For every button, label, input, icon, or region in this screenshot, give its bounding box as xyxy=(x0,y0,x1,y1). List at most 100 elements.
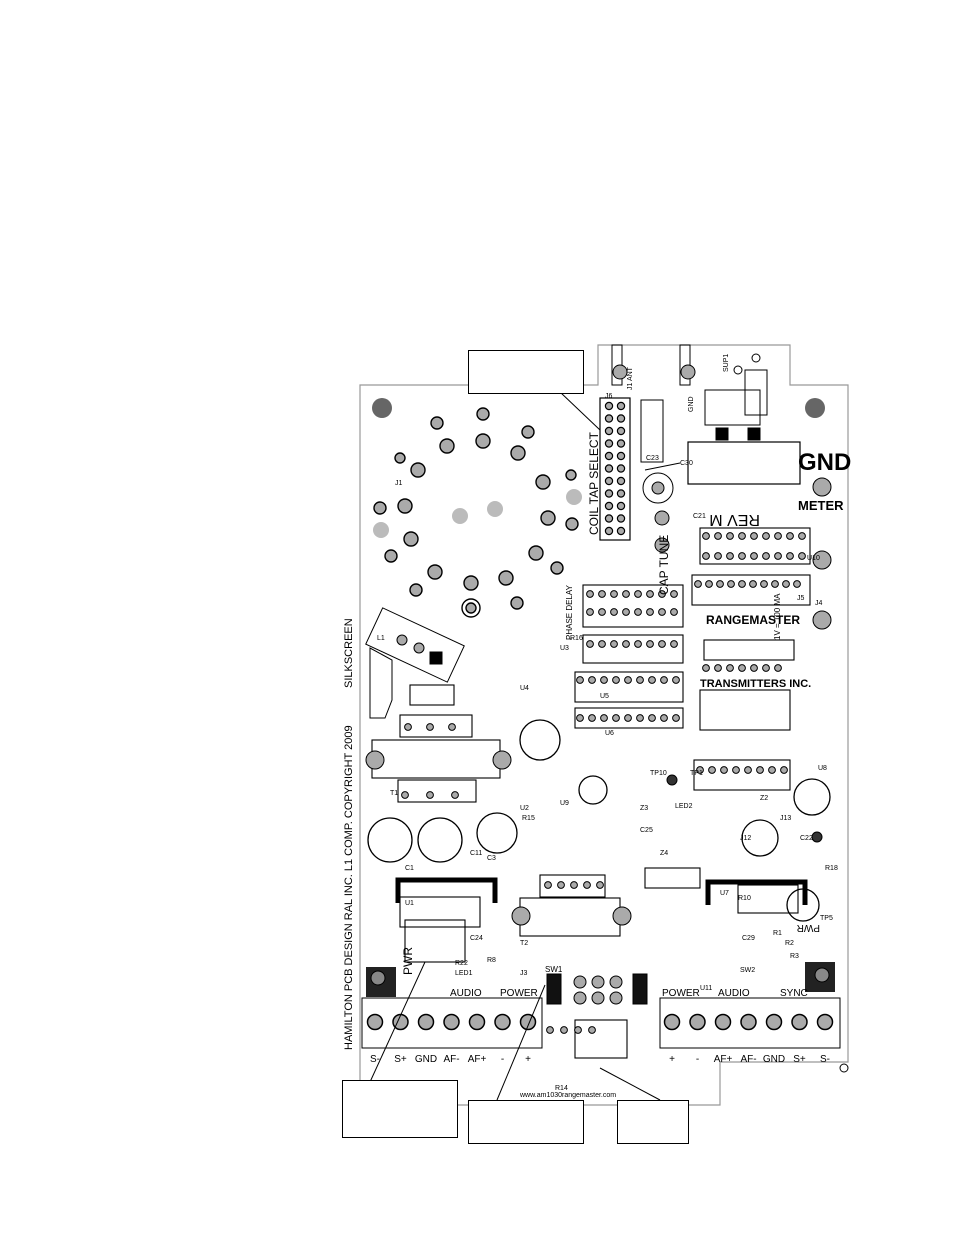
board-outline xyxy=(359,344,849,1106)
component-label: C11 xyxy=(470,850,482,857)
coil-tap-callout xyxy=(468,350,584,394)
component-label: J1 xyxy=(395,480,403,487)
component-label: J6 xyxy=(605,393,613,400)
component-label: U10 xyxy=(807,555,820,562)
component-label: C29 xyxy=(742,935,755,942)
component-label: TP10 xyxy=(650,770,667,777)
component-label: C30 xyxy=(680,460,693,467)
url-label: www.am1030rangemaster.com xyxy=(519,1092,616,1099)
component-label: J5 xyxy=(797,595,805,602)
terminal-label: + xyxy=(669,1054,675,1065)
terminal-label: AF+ xyxy=(714,1054,733,1065)
brand2-label: TRANSMITTERS INC. xyxy=(700,678,811,690)
component-label: R22 xyxy=(455,960,468,967)
audio-label-right: AUDIO xyxy=(718,988,750,999)
terminal-label: AF+ xyxy=(468,1054,487,1065)
component-label: U4 xyxy=(520,685,529,692)
brand1-label: RANGEMASTER xyxy=(706,613,800,627)
pwr-led-callout xyxy=(342,1080,458,1138)
component-label: Z2 xyxy=(760,795,768,802)
component-label: U7 xyxy=(720,890,729,897)
terminal-label: S- xyxy=(820,1054,830,1065)
sw1-block xyxy=(546,973,648,1005)
component-label: U1 xyxy=(405,900,414,907)
silkscreen-label: SILKSCREEN xyxy=(343,618,355,688)
audio-label-left: AUDIO xyxy=(450,988,482,999)
component-label: J12 xyxy=(740,835,751,842)
component-label: Z3 xyxy=(640,805,648,812)
coil-tap-label: COIL TAP SELECT xyxy=(587,431,601,535)
component-label: LED2 xyxy=(675,803,693,810)
component-label: SW2 xyxy=(740,967,755,974)
bus-bars xyxy=(395,877,808,905)
component-label: U11 xyxy=(700,985,712,992)
power-label-right: POWER xyxy=(662,988,700,999)
power-callout xyxy=(468,1100,584,1144)
gnd-label: GND xyxy=(798,449,851,476)
terminal-label: GND xyxy=(763,1054,785,1065)
component-label: C24 xyxy=(470,935,483,942)
component-label: R15 xyxy=(522,815,535,822)
j6-coil-tap-header xyxy=(599,397,631,541)
component-label: C1 xyxy=(405,865,414,872)
phase-delay-label: PHASE DELAY xyxy=(565,584,574,640)
terminal-block-right xyxy=(659,997,841,1049)
component-label: U6 xyxy=(605,730,614,737)
component-label: T2 xyxy=(520,940,528,947)
terminal-label: S+ xyxy=(793,1054,806,1065)
t2-pads xyxy=(365,750,632,926)
terminal-label: + xyxy=(525,1054,531,1065)
terminal-label: S- xyxy=(370,1054,380,1065)
component-label: R18 xyxy=(825,865,838,872)
component-label: C21 xyxy=(693,513,706,520)
sync-label: SYNC xyxy=(780,988,808,999)
c23-outline xyxy=(640,399,664,463)
callout-leaders xyxy=(369,391,681,1101)
terminal-block-left xyxy=(361,997,543,1049)
l1-coil-pads xyxy=(373,407,582,618)
cap-tune-label: CAP TUNE xyxy=(657,535,671,595)
j1-ant-label: J1 ANT xyxy=(627,366,634,390)
component-label: R8 xyxy=(487,957,496,964)
component-label: R1 xyxy=(773,930,782,937)
terminal-label: S+ xyxy=(394,1054,407,1065)
component-label: C22 xyxy=(800,835,813,842)
component-label: J13 xyxy=(780,815,791,822)
terminal-label: - xyxy=(501,1054,504,1065)
component-label: U2 xyxy=(520,805,529,812)
component-label: LED1 xyxy=(455,970,473,977)
sw1-label: SW1 xyxy=(545,965,563,974)
copyright-label: HAMILTON PCB DESIGN RAL INC. L1 COMP. CO… xyxy=(343,725,355,1050)
c30-outline xyxy=(642,472,674,504)
pwr-label-left: PWR xyxy=(401,947,415,975)
gnd-small-label: GND xyxy=(688,396,695,412)
component-label: C23 xyxy=(646,455,659,462)
meter-label: METER xyxy=(798,498,844,513)
component-label: R10 xyxy=(738,895,751,902)
ic-headers xyxy=(371,527,811,1059)
led2-callout xyxy=(617,1100,689,1144)
rev-label: REV M xyxy=(709,511,760,528)
component-label: U3 xyxy=(560,645,569,652)
component-label: R3 xyxy=(790,953,799,960)
component-label: U5 xyxy=(600,693,609,700)
component-label: R2 xyxy=(785,940,794,947)
sup1-device xyxy=(704,353,768,441)
component-label: U9 xyxy=(560,800,569,807)
ic-pins xyxy=(401,532,806,1034)
terminal-screws xyxy=(366,1013,834,1031)
component-label: J3 xyxy=(520,970,528,977)
silk-component-labels: J6C23C30C21J1L1T1T2C1C11C3U1U2U3U4U5U6U7… xyxy=(377,393,838,1092)
power-label-left: POWER xyxy=(500,988,538,999)
component-label: C3 xyxy=(487,855,496,862)
coil-tap-block xyxy=(365,607,465,719)
gnd-callout-box xyxy=(687,441,801,485)
component-label: C25 xyxy=(640,827,653,834)
component-label: TP1 xyxy=(690,770,703,777)
terminal-label: GND xyxy=(415,1054,437,1065)
component-label: TP5 xyxy=(820,915,833,922)
terminal-label: AF- xyxy=(740,1054,756,1065)
